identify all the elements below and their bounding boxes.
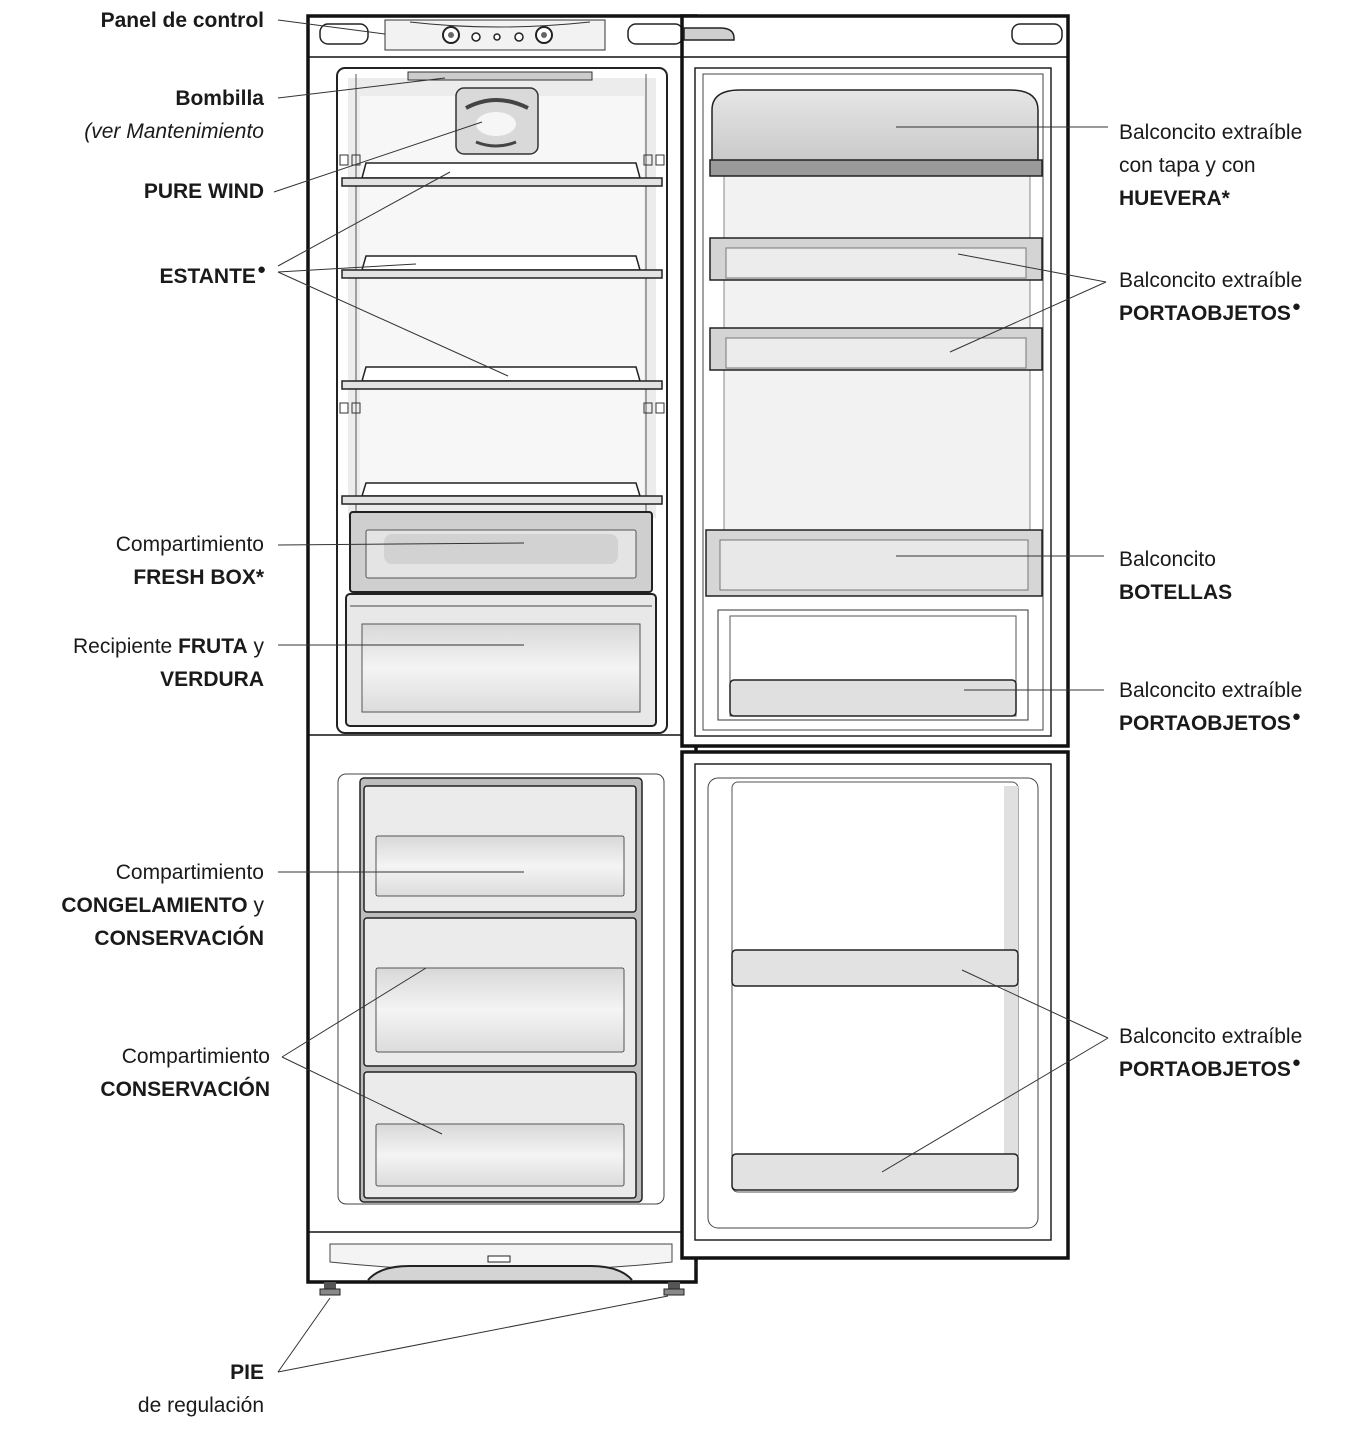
leader-line xyxy=(949,281,1107,353)
leader-line xyxy=(277,19,386,35)
leader-lines xyxy=(273,19,1109,1373)
adjustable-feet xyxy=(319,1282,685,1296)
label-portaobjetos-1: Balconcito extraíble PORTAOBJETOS● xyxy=(1119,269,1303,325)
freezer-drawers xyxy=(363,785,637,1199)
leader-line xyxy=(277,263,417,273)
shelf xyxy=(341,482,663,505)
light-bulb xyxy=(407,71,593,81)
label-portaobjetos-2: Balconcito extraíble PORTAOBJETOS● xyxy=(1119,679,1303,735)
leader-line xyxy=(277,542,525,546)
label-bombilla: Bombilla (ver Mantenimiento xyxy=(84,87,264,143)
leader-line xyxy=(277,1295,669,1373)
bottom-door-balcony xyxy=(717,609,1029,721)
freezer-drawer xyxy=(363,785,637,913)
door-balcony xyxy=(709,237,1043,281)
shelf xyxy=(341,162,663,187)
label-pie: PIE de regulación xyxy=(137,1361,264,1417)
label-pure-wind: PURE WIND xyxy=(143,180,264,203)
freezer-drawer xyxy=(363,1071,637,1199)
fruit-vegetable-drawer xyxy=(345,593,657,727)
label-fresh-box: Compartimiento FRESH BOX* xyxy=(115,533,264,589)
leader-line xyxy=(277,171,451,267)
label-congelamiento: Compartimiento CONGELAMIENTO y CONSERVAC… xyxy=(61,861,264,950)
shelf xyxy=(341,255,663,279)
label-portaobjetos-3: Balconcito extraíble PORTAOBJETOS● xyxy=(1119,1025,1303,1081)
label-fruta-verdura: Recipiente FRUTA y VERDURA xyxy=(73,635,264,691)
leader-line xyxy=(881,1037,1109,1173)
pure-wind-unit xyxy=(455,87,539,155)
egg-balcony xyxy=(709,89,1043,177)
shelf xyxy=(341,366,663,390)
label-huevera: Balconcito extraíble con tapa y con HUEV… xyxy=(1119,121,1303,210)
fridge-shelves xyxy=(339,154,665,505)
freezer-drawer xyxy=(363,917,637,1067)
door-balcony xyxy=(709,327,1043,371)
control-panel xyxy=(319,19,684,51)
leader-line xyxy=(277,271,509,377)
leader-line xyxy=(273,121,483,193)
label-panel-control: Panel de control xyxy=(100,9,264,32)
leader-line xyxy=(277,77,446,99)
label-botellas: Balconcito BOTELLAS xyxy=(1119,548,1233,604)
fresh-box-drawer xyxy=(349,511,653,593)
leader-line xyxy=(277,1297,331,1373)
label-estante: ESTANTE● xyxy=(159,261,266,288)
label-conservacion: Compartimiento CONSERVACIÓN xyxy=(100,1045,270,1101)
base-grille xyxy=(329,1243,673,1281)
leader-line xyxy=(957,253,1107,283)
bottle-balcony xyxy=(705,529,1043,597)
leader-line xyxy=(281,967,427,1058)
leader-line xyxy=(961,969,1109,1039)
leader-line xyxy=(281,1056,443,1135)
label-bombilla-note: (ver Mantenimiento xyxy=(84,120,264,143)
freezer-door xyxy=(680,750,1070,1270)
